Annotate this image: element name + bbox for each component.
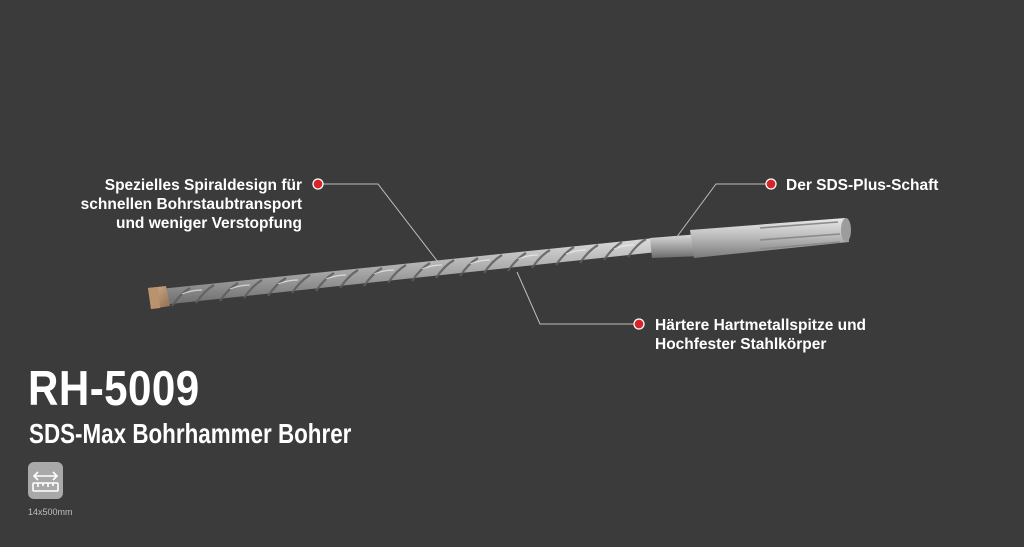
callout-shank-line1: Der SDS-Plus-Schaft — [786, 177, 939, 194]
leader-lines — [318, 183, 771, 325]
callout-spiral-design: Spezielles Spiraldesign für schnellen Bo… — [81, 176, 302, 233]
marker-dots — [312, 178, 777, 330]
callout-carbide-tip: Härtere Hartmetallspitze und Hochfester … — [655, 316, 866, 354]
callout-spiral-line1: Spezielles Spiraldesign für — [104, 177, 302, 194]
callout-spiral-line2: schnellen Bohrstaubtransport — [80, 196, 302, 213]
carbide-tip — [148, 286, 170, 309]
product-name: SDS-Max Bohrhammer Bohrer — [29, 418, 352, 449]
callout-spiral-line3: und weniger Verstopfung — [115, 215, 302, 232]
drill-shank — [650, 218, 851, 258]
callout-shank: Der SDS-Plus-Schaft — [786, 176, 938, 195]
callout-carbide-line1: Härtere Hartmetallspitze und — [655, 317, 867, 334]
product-code: RH-5009 — [28, 362, 200, 416]
drill-body — [150, 238, 657, 307]
length-measure-icon — [28, 462, 63, 499]
size-label: 14x500mm — [28, 507, 73, 517]
callout-carbide-line2: Hochfester Stahlkörper — [655, 336, 827, 353]
